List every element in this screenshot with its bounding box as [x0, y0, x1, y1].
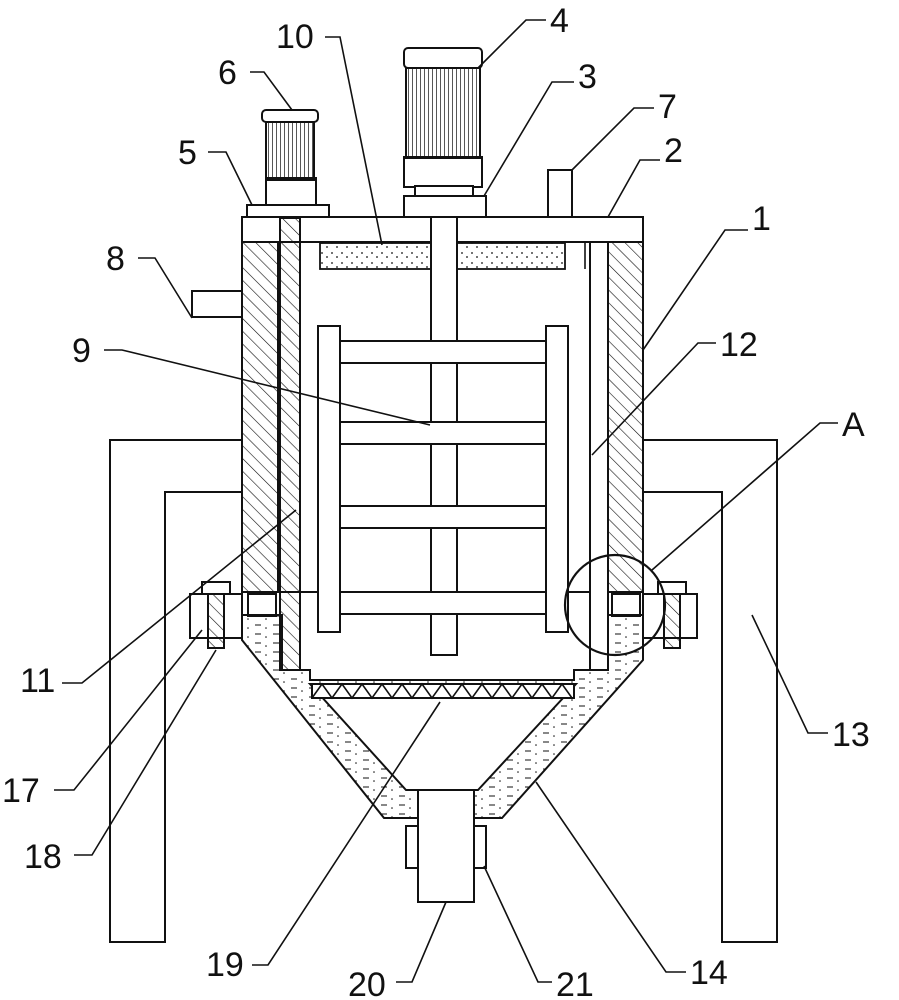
- mesh-screen: [311, 682, 575, 700]
- guide-rod: [589, 241, 609, 671]
- callout-A: A: [842, 406, 865, 444]
- callout-18: 18: [24, 838, 62, 876]
- side-inlet-pipe: [191, 290, 243, 318]
- callout-13: 13: [832, 716, 870, 754]
- main-motor: [403, 47, 487, 218]
- callout-12: 12: [720, 326, 758, 364]
- callout-5: 5: [178, 134, 197, 172]
- callout-14: 14: [690, 954, 728, 992]
- callout-4: 4: [550, 2, 569, 40]
- callout-20: 20: [348, 966, 386, 1000]
- callout-2: 2: [664, 132, 683, 170]
- callout-labels: 1 2 3 4 5 6 7 8 9 10 11 12 13 14 17 18 1…: [2, 2, 870, 1000]
- callout-7: 7: [658, 88, 677, 126]
- callout-9: 9: [72, 332, 91, 370]
- callout-3: 3: [578, 58, 597, 96]
- callout-17: 17: [2, 772, 40, 810]
- top-inlet-pipe: [547, 169, 573, 218]
- outlet-pipe: [405, 789, 487, 903]
- callout-11: 11: [20, 662, 55, 700]
- small-motor: [246, 109, 330, 218]
- callout-8: 8: [106, 240, 125, 278]
- callout-1: 1: [752, 200, 771, 238]
- callout-10: 10: [276, 18, 314, 56]
- agitator: [317, 216, 569, 656]
- screw-shaft: [279, 217, 301, 671]
- conical-bottom: [241, 614, 644, 819]
- flange-bolts: [189, 581, 698, 649]
- leader-lines: [54, 19, 838, 983]
- detail-circle-a: [563, 553, 667, 657]
- callout-6: 6: [218, 54, 237, 92]
- callout-21: 21: [556, 966, 594, 1000]
- callout-19: 19: [206, 946, 244, 984]
